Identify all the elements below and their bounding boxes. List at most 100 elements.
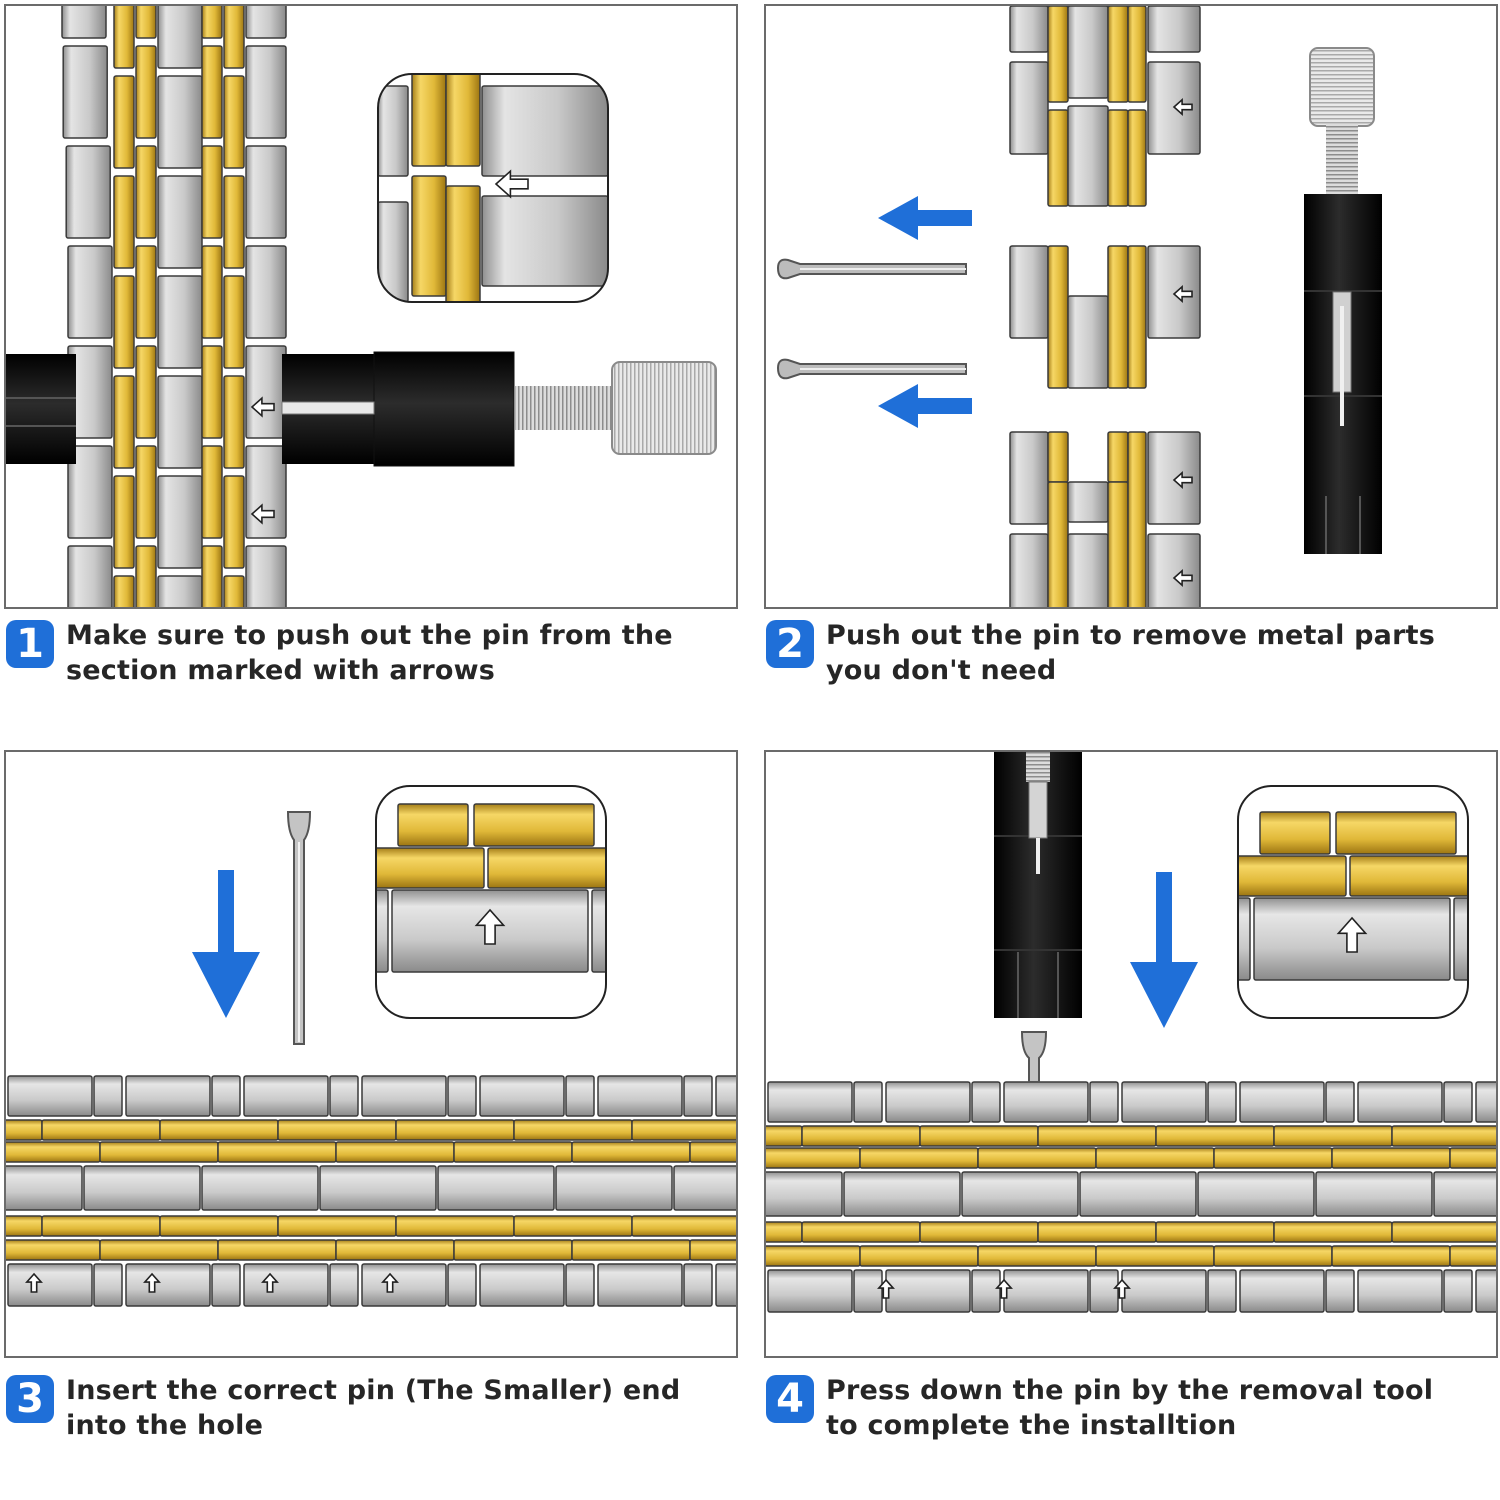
band-link bbox=[6, 1141, 101, 1163]
blue-direction-arrow-icon bbox=[192, 870, 260, 1018]
band-link bbox=[1273, 1221, 1393, 1243]
band-link bbox=[376, 847, 485, 889]
band-link bbox=[361, 1263, 447, 1307]
band-link bbox=[157, 75, 203, 169]
band-link bbox=[481, 195, 608, 287]
band-link bbox=[977, 1147, 1097, 1169]
band-link bbox=[1037, 1221, 1157, 1243]
band-link bbox=[1047, 481, 1069, 607]
band-link bbox=[1047, 109, 1069, 207]
band-link bbox=[1047, 245, 1069, 389]
band-link bbox=[767, 1269, 853, 1313]
band-link bbox=[683, 1263, 713, 1307]
band-link bbox=[919, 1221, 1039, 1243]
band-link bbox=[41, 1215, 161, 1237]
band-link bbox=[885, 1269, 971, 1313]
band-link bbox=[245, 145, 287, 239]
band-link bbox=[481, 85, 608, 177]
band-link bbox=[479, 1075, 565, 1117]
band-link bbox=[113, 6, 135, 69]
band-link bbox=[67, 445, 113, 539]
step-3-text-line-2: into the hole bbox=[66, 1410, 264, 1441]
band-link bbox=[1095, 1245, 1215, 1267]
zoom-inset bbox=[1237, 785, 1469, 1019]
step-2-illustration bbox=[764, 4, 1498, 609]
band-link bbox=[453, 1141, 573, 1163]
band-link bbox=[1197, 1171, 1315, 1217]
band-link bbox=[329, 1263, 359, 1307]
band-link bbox=[7, 1075, 93, 1117]
band-link bbox=[513, 1215, 633, 1237]
step-4-text-line-1: Press down the pin by the removal tool bbox=[826, 1375, 1434, 1406]
zoom-inset bbox=[375, 785, 607, 1019]
band-link bbox=[1349, 855, 1468, 897]
band-link bbox=[157, 175, 203, 269]
band-link bbox=[201, 545, 223, 607]
band-link bbox=[1147, 431, 1201, 525]
band-link bbox=[319, 1165, 437, 1211]
band-link bbox=[217, 1141, 337, 1163]
band-link bbox=[135, 545, 157, 607]
band-link bbox=[1213, 1245, 1333, 1267]
push-direction-arrow-icon bbox=[1336, 916, 1368, 953]
band-link bbox=[715, 1075, 736, 1117]
band-link bbox=[859, 1245, 979, 1267]
band-link bbox=[1121, 1269, 1207, 1313]
band-link bbox=[1325, 1269, 1355, 1313]
step-1-diagram bbox=[6, 6, 717, 607]
push-direction-arrow-icon bbox=[381, 1272, 399, 1293]
step-4-caption: 4 Press down the pin by the removal tool… bbox=[766, 1373, 1433, 1443]
band-link bbox=[1449, 1147, 1496, 1169]
band-link bbox=[135, 345, 157, 439]
band-link bbox=[378, 201, 409, 302]
band-link bbox=[801, 1125, 921, 1147]
band-link bbox=[1475, 1269, 1496, 1313]
band-link bbox=[1089, 1081, 1119, 1123]
pin-removal-tool-icon bbox=[1304, 47, 1382, 554]
band-link bbox=[479, 1263, 565, 1307]
band-link bbox=[99, 1141, 219, 1163]
step-4-illustration bbox=[764, 750, 1498, 1358]
band-link bbox=[201, 45, 223, 139]
band-link bbox=[1147, 533, 1201, 607]
band-link bbox=[1107, 245, 1129, 389]
band-link bbox=[211, 1263, 241, 1307]
band-link bbox=[1391, 1125, 1496, 1147]
band-link bbox=[201, 345, 223, 439]
band-link bbox=[1433, 1171, 1496, 1217]
band-link bbox=[1047, 431, 1069, 483]
step-number-badge: 1 bbox=[6, 620, 54, 668]
band-link bbox=[1009, 245, 1049, 339]
band-link bbox=[1238, 897, 1251, 981]
band-link bbox=[1331, 1245, 1451, 1267]
band-link bbox=[1357, 1081, 1443, 1123]
band-link bbox=[766, 1147, 861, 1169]
band-link bbox=[61, 6, 107, 39]
band-link bbox=[157, 475, 203, 569]
band-link bbox=[277, 1215, 397, 1237]
step-2-caption: 2 Push out the pin to remove metal parts… bbox=[766, 618, 1435, 688]
band-link bbox=[6, 1165, 83, 1211]
band-link bbox=[1239, 1269, 1325, 1313]
step-3-text-line-1: Insert the correct pin (The Smaller) end bbox=[66, 1375, 681, 1406]
band-link bbox=[801, 1221, 921, 1243]
band-link bbox=[245, 345, 287, 439]
band-link bbox=[223, 475, 245, 569]
band-link bbox=[766, 1221, 803, 1243]
band-link bbox=[1089, 1269, 1119, 1313]
band-link bbox=[201, 145, 223, 239]
band-link bbox=[591, 889, 606, 973]
band-link bbox=[113, 275, 135, 369]
band-link bbox=[62, 45, 108, 139]
band-link bbox=[766, 1171, 843, 1217]
band-link bbox=[6, 1215, 43, 1237]
band-link bbox=[977, 1245, 1097, 1267]
band-link bbox=[766, 1125, 803, 1147]
band-link bbox=[1273, 1125, 1393, 1147]
band-link bbox=[1127, 109, 1147, 207]
band-link bbox=[113, 475, 135, 569]
band-link bbox=[689, 1141, 736, 1163]
blue-direction-arrow-icon bbox=[878, 196, 972, 428]
push-direction-arrow-icon bbox=[1172, 285, 1193, 303]
band-link bbox=[1047, 6, 1069, 103]
